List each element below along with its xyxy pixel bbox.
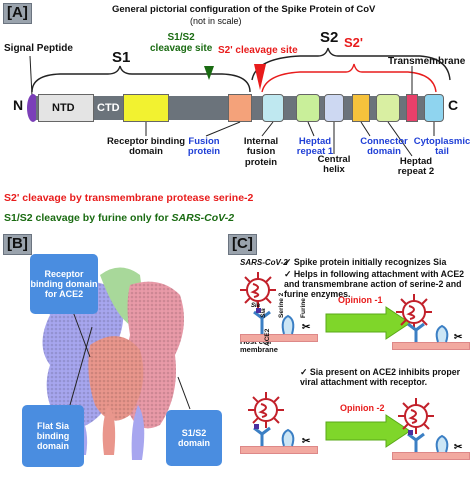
bullet-3-text: Sia present on ACE2 inhibits proper vira…: [300, 367, 461, 388]
virus-icon-2: [396, 294, 432, 330]
s2p-label: S2': [344, 35, 363, 50]
panel-b-label: [B]: [3, 234, 32, 255]
hr2-label: Heptad repeat 2: [397, 156, 435, 178]
spike-structure-image: [42, 267, 184, 460]
connector-domain: [352, 94, 370, 122]
cyto-label: Cytoplasmic tail: [413, 136, 471, 158]
cyto-domain: [424, 94, 444, 122]
n-terminus: N: [13, 97, 24, 113]
receptor-set-4: ✂: [407, 430, 463, 453]
s1-label: S1: [112, 49, 131, 66]
bullet-2: ✓ Helps in following attachment with ACE…: [284, 269, 465, 300]
sia-text: Sia: [251, 303, 261, 309]
virus-icon-1: [240, 272, 276, 308]
panel-a-label: [A]: [3, 3, 32, 24]
ctd-label: CTD: [97, 102, 120, 114]
s2p-site-label: S2' cleavage site: [218, 45, 298, 56]
s2p-cleavage-marker: [254, 64, 266, 90]
note-s2p: S2' cleavage by transmembrane protease s…: [4, 192, 254, 204]
svg-text:✂: ✂: [454, 442, 463, 453]
panel-a-title: General pictorial configuration of the S…: [112, 4, 376, 15]
s1s2-site-label: S1/S2 cleavage site: [150, 32, 213, 54]
virus-icon-4: [398, 398, 434, 434]
membrane-2: [392, 342, 470, 350]
furine-label: Furine: [300, 298, 307, 318]
opinion-2-label: Opinion -2: [340, 403, 385, 413]
opinion-2-arrow: [325, 414, 411, 448]
transmembrane-label: Transmembrane: [388, 56, 466, 67]
s2-label: S2: [320, 29, 339, 46]
fusion-domain: [228, 94, 252, 122]
receptor-set-2: ✂: [407, 322, 463, 343]
ntd-domain: [38, 94, 94, 122]
internal-fusion-label: Internal fusion protein: [243, 136, 279, 168]
virus-name-label: SARS-CoV-2: [240, 258, 288, 267]
membrane-4: [392, 452, 470, 460]
central-helix-label: Central helix: [317, 154, 351, 176]
tm-domain: [406, 94, 418, 122]
bullet-3: ✓ Sia present on ACE2 inhibits proper vi…: [300, 367, 461, 388]
domain-pointers: [145, 121, 435, 157]
bullet-1-text: Spike protein initially recognizes Sia: [293, 257, 447, 267]
ntd-label: NTD: [52, 102, 75, 114]
connector-label: Connector domain: [360, 136, 408, 158]
opinion-1-arrow: [325, 306, 411, 340]
note-s1s2: S1/S2 cleavage by furine only for SARS-C…: [4, 212, 235, 225]
bullet-1: ✓ Spike protein initially recognizes Sia: [284, 257, 447, 267]
signal-peptide-label: Signal Peptide: [4, 43, 73, 54]
receptor-set-1: Sia ✂: [251, 303, 311, 335]
fusion-label: Fusion protein: [187, 136, 221, 158]
rbd-domain: [123, 94, 169, 122]
hr1-domain: [296, 94, 320, 122]
opinion-1-label: Opinion -1: [338, 295, 383, 305]
s1s2-cleavage-marker: [204, 66, 214, 80]
membrane-3: [240, 446, 318, 454]
receptor-set-3: ✂: [253, 424, 311, 447]
s1s2-domain-bubble: S1/S2 domain: [166, 410, 222, 466]
svg-text:✂: ✂: [302, 436, 311, 447]
central-helix-domain: [324, 94, 344, 122]
membrane-1: [240, 334, 318, 342]
note-s1s2-text: S1/S2 cleavage by furine only for: [4, 212, 172, 224]
svg-text:✂: ✂: [454, 332, 463, 343]
spike-brackets: [29, 47, 451, 97]
serine2-label: Serine 2: [278, 292, 285, 318]
svg-text:✂: ✂: [302, 322, 311, 333]
bullet-2-text: Helps in following attachment with ACE2 …: [284, 269, 465, 300]
hr1-label: Heptad repeat 1: [296, 136, 334, 158]
flat-sia-bubble: Flat Sia binding domain: [22, 405, 84, 467]
c-terminus: C: [448, 97, 459, 113]
virus-icon-3: [248, 392, 284, 428]
panel-b-pointers: [69, 308, 191, 410]
rbd-label: Receptor binding domain: [106, 136, 186, 158]
note-s1s2-virus: SARS-CoV-2: [171, 212, 235, 224]
panel-c-label: [C]: [228, 234, 257, 255]
ace2-label: ACE2: [264, 328, 271, 346]
sia-label: Sia: [260, 308, 267, 318]
rbd-ace2-bubble: Receptor binding domain for ACE2: [30, 254, 98, 314]
title-text: General pictorial configuration of the S…: [112, 4, 376, 15]
hr2-domain: [376, 94, 400, 122]
internal-fusion-domain: [262, 94, 284, 122]
panel-a-subtitle: (not in scale): [190, 16, 242, 26]
